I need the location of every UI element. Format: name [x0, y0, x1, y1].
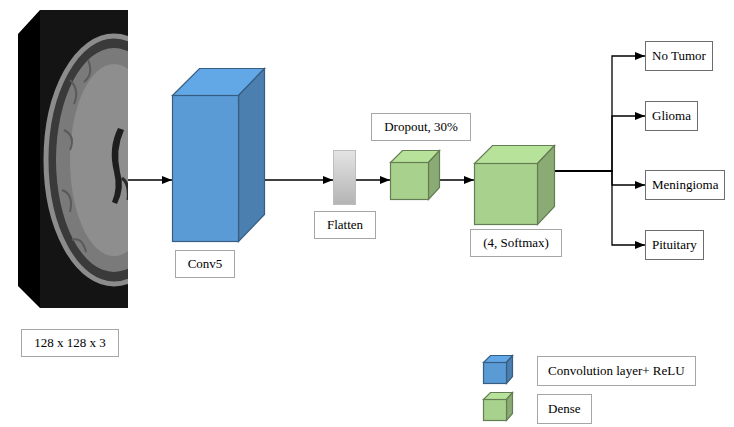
class-label: Glioma	[652, 108, 691, 123]
arrow-connector	[356, 179, 390, 180]
arrow-connector	[265, 179, 333, 180]
arrow-connector	[555, 171, 645, 185]
class-label: Pituitary	[652, 237, 697, 252]
legend-swatch	[483, 392, 513, 421]
class-label: No Tumor	[652, 48, 706, 63]
output-class-box: Meningioma	[645, 170, 725, 200]
layer-label: Flatten	[314, 211, 376, 239]
layer-label: (4, Softmax)	[470, 229, 562, 257]
input-image: 128 x 128 x 3	[18, 10, 128, 308]
legend-label: Convolution layer+ ReLU	[537, 356, 696, 386]
cube-shape	[474, 145, 555, 225]
legend-swatch	[483, 355, 513, 384]
flat-shape	[333, 150, 356, 205]
output-class-box: Glioma	[645, 101, 698, 131]
dropout-dense-layer: Dropout, 30%	[390, 150, 440, 200]
output-class-box: Pituitary	[645, 230, 704, 260]
output-class-box: No Tumor	[645, 41, 713, 71]
cube-shape	[172, 68, 265, 242]
layer-label: 128 x 128 x 3	[21, 329, 119, 357]
softmax-dense-layer: (4, Softmax)	[474, 145, 555, 225]
arrow-connector	[555, 171, 645, 245]
image-shape	[18, 10, 128, 308]
conv-layer: Conv5	[172, 68, 265, 242]
cube-shape	[390, 150, 440, 200]
arrow-connector	[555, 116, 645, 171]
legend-label: Dense	[537, 394, 592, 424]
arrow-connector	[555, 56, 645, 171]
class-label: Meningioma	[652, 177, 718, 192]
arrow-connector	[440, 179, 474, 180]
arrow-connector	[128, 179, 172, 180]
flatten-layer: Flatten	[333, 150, 356, 205]
layer-label: Dropout, 30%	[371, 113, 471, 141]
layer-label: Conv5	[175, 250, 236, 278]
